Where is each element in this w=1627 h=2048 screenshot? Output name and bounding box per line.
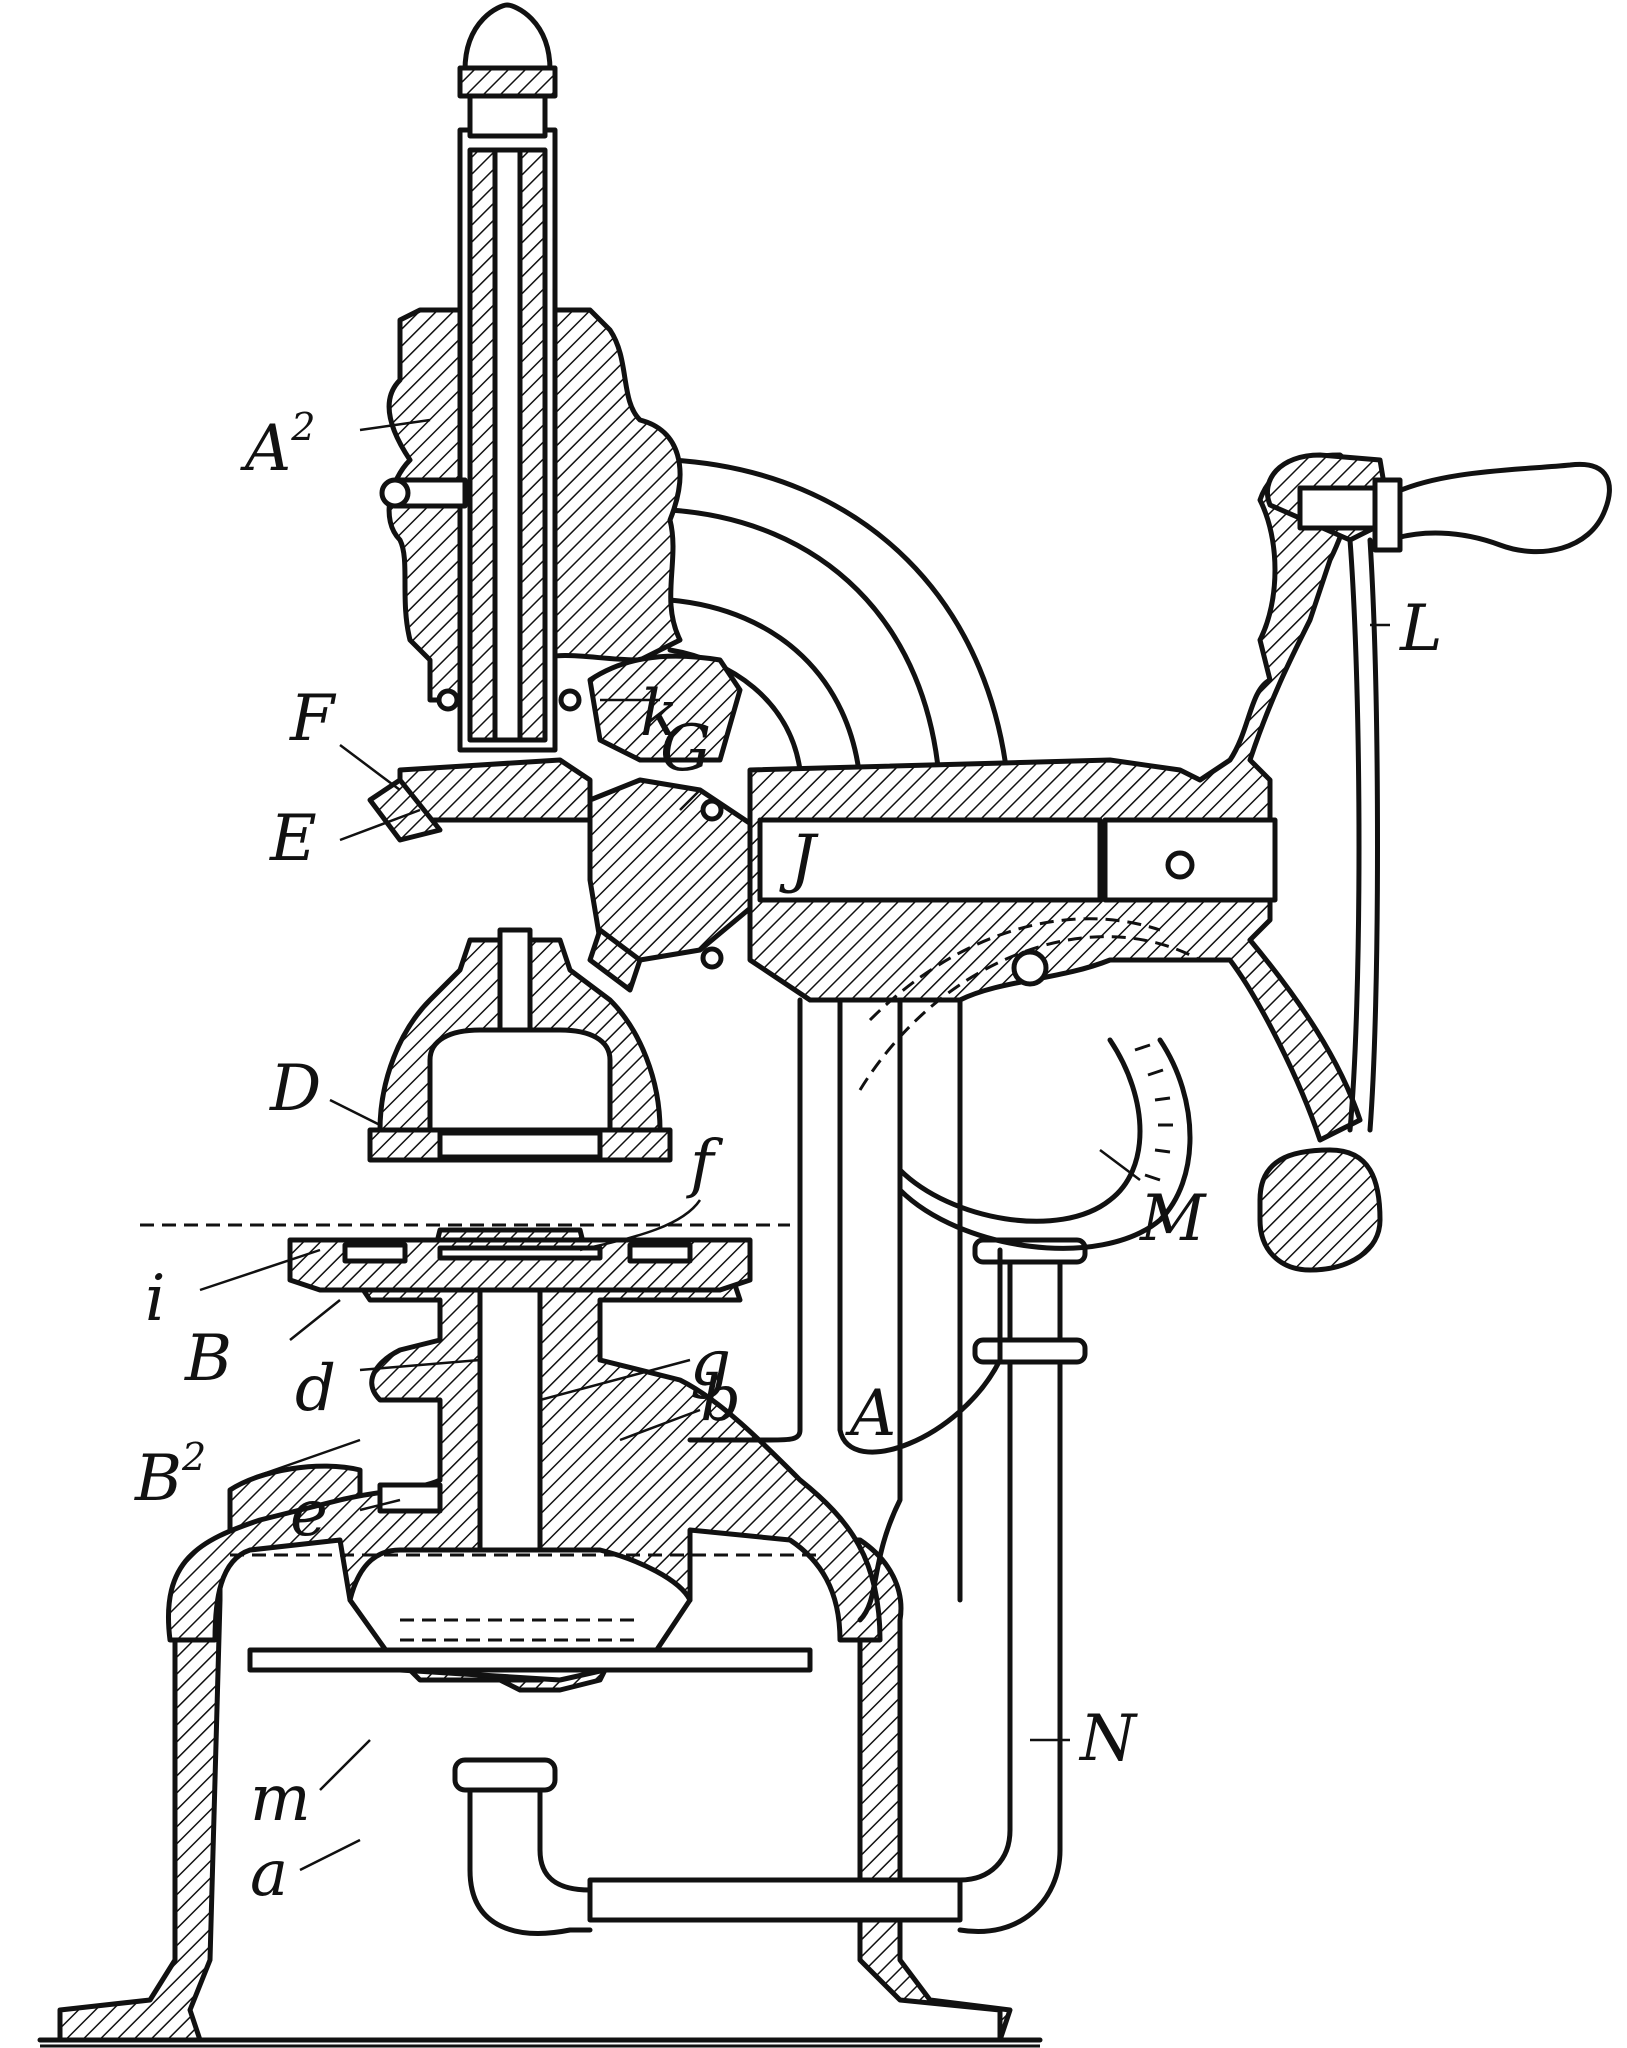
label-G: G <box>660 712 711 786</box>
handwheel-L <box>1257 452 1612 1273</box>
label-e: e <box>290 1477 328 1551</box>
label-a: a <box>250 1837 288 1911</box>
leader-lines <box>199 418 1390 1872</box>
label-d: d <box>295 1352 336 1426</box>
label-i: i <box>145 1262 165 1336</box>
lower-housing-B <box>166 1227 883 1693</box>
work-table <box>140 1223 790 1293</box>
label-g: g <box>690 1327 731 1401</box>
label-B: B <box>184 1322 232 1396</box>
column-A <box>687 997 1003 1623</box>
label-A2: A2 <box>240 405 315 486</box>
label-A: A <box>845 1377 896 1451</box>
label-m: m <box>250 1762 311 1836</box>
label-b: b <box>700 1362 741 1436</box>
label-k: k <box>640 677 679 751</box>
graduated-arc-M <box>897 1037 1193 1251</box>
reference-labels: A2 k F G E J L D f M i B d g b A B2 e N … <box>134 405 1443 1911</box>
bevel-gears <box>367 653 763 993</box>
label-F: F <box>289 682 337 756</box>
label-N: N <box>1078 1702 1138 1776</box>
upper-head-A2 <box>379 2 683 753</box>
label-f: f <box>686 1127 724 1201</box>
label-L: L <box>1399 592 1443 666</box>
label-E: E <box>269 802 317 876</box>
label-B2: B2 <box>134 1435 206 1516</box>
horizontal-shaft-housing <box>747 452 1363 1143</box>
label-M: M <box>1139 1182 1207 1256</box>
chuck-D <box>367 927 673 1163</box>
label-D: D <box>269 1052 321 1126</box>
